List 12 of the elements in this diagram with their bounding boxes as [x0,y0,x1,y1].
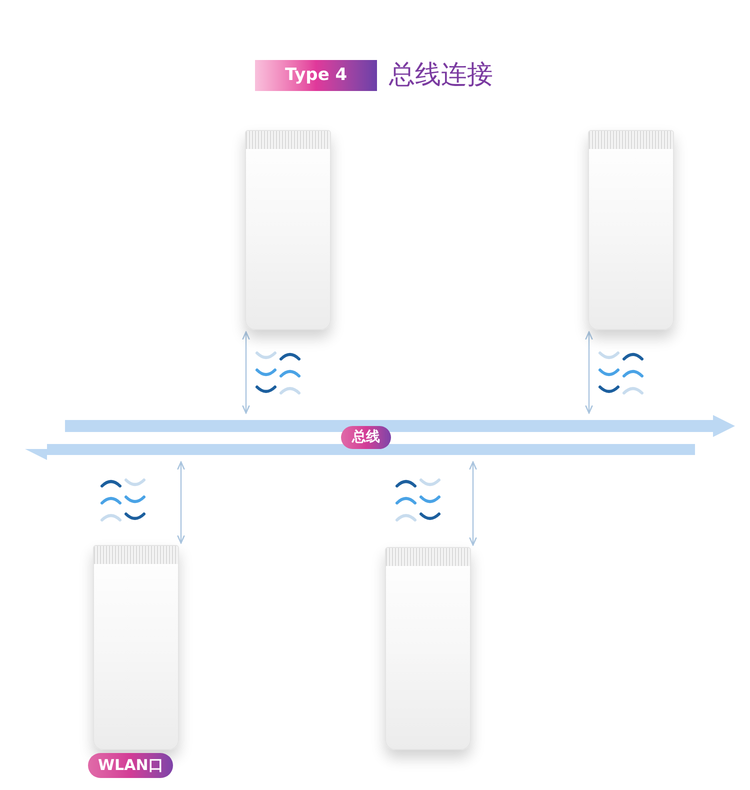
connector-arrow [177,461,185,544]
router-drawing [588,130,674,330]
connector-arrow [469,461,477,546]
type-badge: Type 4 [255,60,378,92]
title: 总线连接 [389,59,494,92]
router-drawing [385,547,471,750]
router-drawing [245,130,331,330]
connector-arrow [242,331,250,414]
port-label: WLAN口 [88,753,174,778]
connector-arrow [585,331,593,414]
router-drawing [93,545,179,750]
bus-label: 总线 [341,426,391,449]
